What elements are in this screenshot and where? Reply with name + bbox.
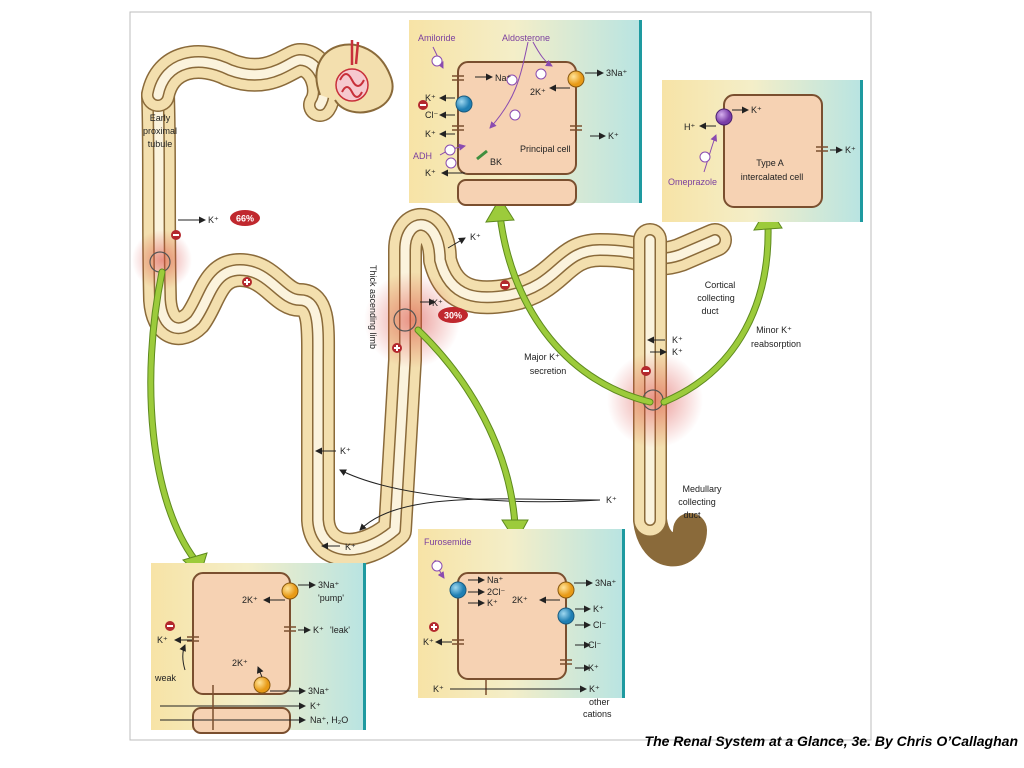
loop-kcc-icon (557, 607, 575, 625)
furosemide-label: Furosemide (424, 537, 472, 547)
proximal-2k-apical-label: 2K⁺ (232, 658, 248, 668)
proximal-2k-label: 2K⁺ (242, 595, 258, 605)
medullary-duct-label-2: collecting (678, 497, 716, 507)
intercalated-h-label: H⁺ (684, 122, 695, 132)
adh-label: ADH (413, 151, 432, 161)
loop-k-label-6: K⁺ (589, 684, 600, 694)
medullary-duct-label-1: Medullary (682, 484, 722, 494)
k-label-tal: K⁺ (470, 232, 481, 242)
loop-cell-body (457, 572, 567, 680)
principal-cl-label: Cl⁻ (425, 110, 438, 120)
intercalated-cell-panel: K⁺ H⁺ K⁺ Omeprazole Type A intercalated … (662, 80, 863, 222)
minor-k-reabsorption-label-2: reabsorption (751, 339, 801, 349)
proximal-weak-label: weak (154, 673, 177, 683)
thick-ascending-limb-label: Thick ascending limb (368, 265, 378, 349)
principal-bk-label: BK (490, 157, 502, 167)
cortical-duct-label-3: duct (701, 306, 719, 316)
early-proximal-label-3: tubule (148, 139, 173, 149)
proximal-k-leak-label: K⁺ (313, 625, 324, 635)
badge-66-text: 66% (236, 214, 254, 224)
principal-cell-panel: Amiloride Aldosterone ADH Na⁺ 3Na⁺ 2K⁺ K… (409, 20, 642, 206)
loop-na-label: Na⁺ (487, 575, 504, 585)
omeprazole-label: Omeprazole (668, 177, 717, 187)
k-label-loop: K⁺ (432, 298, 443, 308)
proximal-pump-icon (281, 582, 299, 600)
loop-2k-label: 2K⁺ (512, 595, 528, 605)
major-k-secretion-label-1: Major K⁺ (524, 352, 560, 362)
callout-arrows (147, 197, 783, 577)
principal-k-label-1: K⁺ (425, 93, 436, 103)
badge-30: 30% (438, 307, 468, 323)
intercalated-title-2: intercalated cell (741, 172, 804, 182)
k-label-descending: K⁺ (340, 446, 351, 456)
intercalated-k-label-1: K⁺ (751, 105, 762, 115)
principal-2k-label: 2K⁺ (530, 87, 546, 97)
loop-other-cations-2: cations (583, 709, 612, 719)
proximal-apical-pump-icon (253, 676, 271, 694)
medullary-duct-label-3: duct (683, 510, 701, 520)
loop-k-label-3: K⁺ (588, 663, 599, 673)
principal-cotransporter-icon (455, 95, 473, 113)
loop-pump-icon (557, 581, 575, 599)
duct-glow (607, 352, 703, 448)
loop-cell-panel: Furosemide Na⁺ 2Cl⁻ K⁺ 3Na⁺ 2K⁺ K⁺ Cl⁻ C… (418, 529, 625, 719)
principal-na-label: Na⁺ (495, 73, 512, 83)
intercalated-title-1: Type A (756, 158, 784, 168)
aldosterone-label: Aldosterone (502, 33, 550, 43)
cortical-duct-label-1: Cortical (705, 280, 736, 290)
nkcc2-icon (449, 581, 467, 599)
loop-k-label-5: K⁺ (433, 684, 444, 694)
proximal-na-h2o-label: Na⁺, H₂O (310, 715, 348, 725)
loop-cl-label-2: Cl⁻ (588, 640, 601, 650)
proximal-leak-label: 'leak' (330, 625, 350, 635)
principal-k-label-2: K⁺ (425, 129, 436, 139)
loop-cl-label-1: Cl⁻ (593, 620, 606, 630)
amiloride-label: Amiloride (418, 33, 456, 43)
badge-30-text: 30% (444, 311, 462, 321)
early-proximal-label-1: Early (150, 113, 171, 123)
k-label-duct-1: K⁺ (672, 335, 683, 345)
minor-k-reabsorption-label-1: Minor K⁺ (756, 325, 792, 335)
principal-pump-icon (567, 70, 585, 88)
proximal-pump-label: 'pump' (318, 593, 344, 603)
proximal-cell-panel: 3Na⁺ 'pump' 2K⁺ K⁺ 'leak' K⁺ weak 2K⁺ 3N… (151, 563, 366, 734)
intercalated-k-label-2: K⁺ (845, 145, 856, 155)
proximal-k-apical-label: K⁺ (157, 635, 168, 645)
loop-k-label-2: K⁺ (593, 604, 604, 614)
k-label-bend: K⁺ (345, 542, 356, 552)
proximal-k-paracellular-label: K⁺ (310, 701, 321, 711)
proximal-glow (132, 230, 192, 290)
figure-caption: The Renal System at a Glance, 3e. By Chr… (644, 733, 1018, 749)
principal-k-label-3: K⁺ (608, 131, 619, 141)
proximal-cell-body (192, 572, 291, 695)
loop-k-label-4: K⁺ (423, 637, 434, 647)
major-k-secretion-label-2: secretion (530, 366, 567, 376)
k-label-duct-2: K⁺ (672, 347, 683, 357)
charge-markers (171, 230, 651, 376)
principal-k-label-4: K⁺ (425, 168, 436, 178)
nephron-k-arrows (178, 216, 667, 550)
loop-k-label-1: K⁺ (487, 598, 498, 608)
k-label-proximal: K⁺ (208, 215, 219, 225)
proton-pump-icon (715, 108, 733, 126)
early-proximal-label-2: proximal (143, 126, 177, 136)
loop-sample-ring (393, 308, 417, 332)
badge-66: 66% (230, 210, 260, 226)
glomerulus (315, 40, 394, 114)
k-label-medullary: K⁺ (606, 495, 617, 505)
cortical-duct-label-2: collecting (697, 293, 735, 303)
intercalated-cell-body (723, 94, 823, 208)
proximal-3na-label: 3Na⁺ (318, 580, 340, 590)
principal-cell-title: Principal cell (520, 144, 571, 154)
loop-3na-label: 3Na⁺ (595, 578, 617, 588)
loop-other-cations-1: other (589, 697, 610, 707)
loop-2cl-label: 2Cl⁻ (487, 587, 506, 597)
principal-3na-label: 3Na⁺ (606, 68, 628, 78)
proximal-3na-apical-label: 3Na⁺ (308, 686, 330, 696)
